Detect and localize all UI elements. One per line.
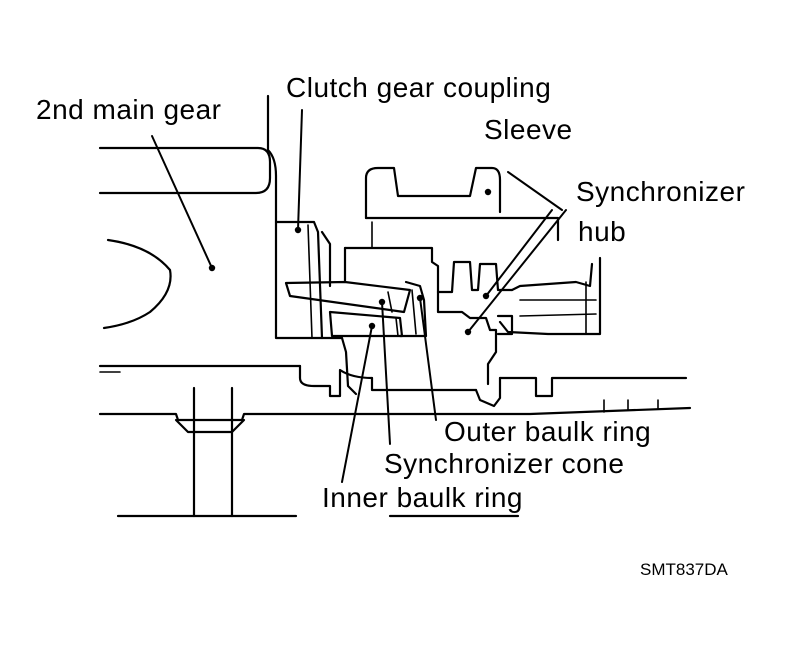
- leader-lines: [151, 109, 567, 483]
- figure-code: SMT837DA: [640, 560, 728, 579]
- synchronizer-ring-pack: [284, 280, 428, 396]
- label-synchronizer-hub-line2: hub: [578, 216, 627, 247]
- main-gear-outline: [98, 146, 302, 373]
- synchronizer-hub-outline: [436, 256, 602, 386]
- label-synchronizer-cone: Synchronizer cone: [384, 448, 625, 479]
- label-2nd-main-gear: 2nd main gear: [36, 94, 222, 125]
- callout-dots: [208, 188, 492, 336]
- label-sleeve: Sleeve: [484, 114, 573, 145]
- label-inner-baulk-ring: Inner baulk ring: [322, 482, 524, 513]
- label-outer-baulk-ring: Outer baulk ring: [444, 416, 652, 447]
- label-clutch-gear-coupling: Clutch gear coupling: [286, 72, 552, 103]
- sleeve-outline: [343, 166, 560, 294]
- main-shaft-outline: [98, 364, 692, 518]
- label-synchronizer-hub-line1: Synchronizer: [576, 176, 746, 207]
